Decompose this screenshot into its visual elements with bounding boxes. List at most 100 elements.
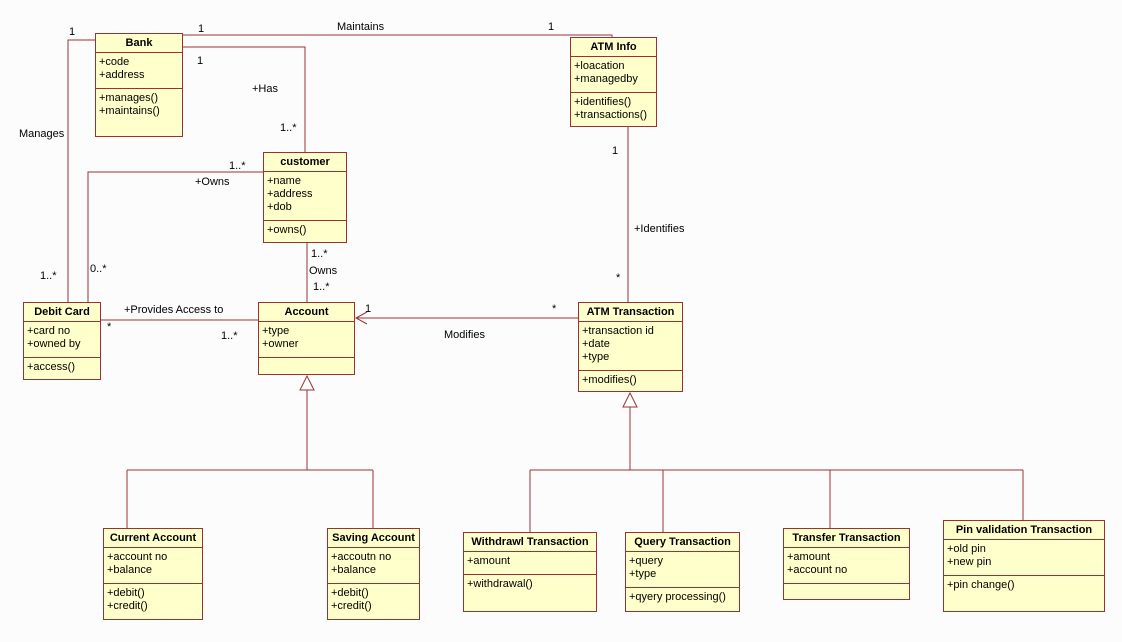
- multiplicity-account-owns: 1..*: [313, 281, 330, 293]
- association-label-has: +Has: [252, 83, 278, 95]
- association-label-owns-account: Owns: [309, 265, 338, 277]
- multiplicity-bank-maintains: 1: [198, 23, 205, 35]
- method: +debit(): [331, 587, 369, 599]
- multiplicity-atm-info-maintains: 1: [548, 21, 555, 33]
- attribute: +query: [629, 555, 663, 567]
- class-attributes: +transaction id +date +type: [579, 322, 682, 370]
- association-maintains-line: [183, 34, 613, 38]
- class-account: Account +type +owner: [258, 302, 355, 375]
- attribute: +type: [629, 568, 657, 580]
- attribute: +balance: [107, 564, 152, 576]
- class-attributes: +card no +owned by: [24, 322, 100, 357]
- class-name: Current Account: [104, 529, 202, 548]
- method: +transactions(): [574, 109, 648, 121]
- attribute: +type: [262, 325, 290, 337]
- class-attributes: +loacation +managedby: [571, 57, 656, 92]
- class-attributes: +amount: [464, 552, 596, 574]
- attribute: +account no: [787, 564, 848, 576]
- multiplicity-atm-transaction-identifies: *: [616, 272, 621, 284]
- method: +modifies(): [582, 374, 637, 386]
- attribute: +balance: [331, 564, 376, 576]
- attribute: +dob: [267, 201, 292, 213]
- class-name: customer: [264, 153, 346, 172]
- class-name: Withdrawl Transaction: [464, 533, 596, 552]
- class-saving-account: Saving Account +accoutn no +balance +deb…: [327, 528, 420, 620]
- generalization-triangle-atm-transaction: [622, 391, 638, 408]
- attribute: +accoutn no: [331, 551, 392, 563]
- class-methods: +manages() +maintains(): [96, 88, 182, 136]
- class-attributes: +code +address: [96, 53, 182, 88]
- method: +credit(): [107, 600, 148, 612]
- method: +debit(): [107, 587, 145, 599]
- method: +credit(): [331, 600, 372, 612]
- attribute: +name: [267, 175, 301, 187]
- class-customer: customer +name +address +dob +owns(): [263, 152, 347, 243]
- attribute: +address: [99, 69, 145, 81]
- attribute: +amount: [787, 551, 831, 563]
- association-owns-debit-card-line: [87, 171, 263, 302]
- method: +maintains(): [99, 105, 160, 117]
- multiplicity-customer-owns-debit-card: 1..*: [229, 160, 246, 172]
- multiplicity-debit-card-provides: *: [107, 321, 112, 333]
- attribute: +loacation: [574, 60, 625, 72]
- method: +pin change(): [947, 579, 1015, 591]
- association-label-manages: Manages: [19, 128, 65, 140]
- class-methods: +debit() +credit(): [104, 583, 202, 619]
- method: +owns(): [267, 224, 307, 236]
- class-attributes: +query +type: [626, 552, 739, 587]
- class-name: ATM Info: [571, 38, 656, 57]
- class-name: Query Transaction: [626, 533, 739, 552]
- attribute: +old pin: [947, 543, 986, 555]
- class-methods: +qyery processing(): [626, 587, 739, 611]
- class-methods: +debit() +credit(): [328, 583, 419, 619]
- attribute: +card no: [27, 325, 71, 337]
- generalization-account-tree: [126, 374, 374, 528]
- generalization-triangle-account: [299, 374, 315, 391]
- attribute: +type: [582, 351, 610, 363]
- attribute: +amount: [467, 555, 511, 567]
- generalization-atm-transaction-tree: [529, 391, 1024, 532]
- association-label-modifies: Modifies: [444, 329, 485, 341]
- class-bank: Bank +code +address +manages() +maintain…: [95, 33, 183, 137]
- class-name: ATM Transaction: [579, 303, 682, 322]
- class-atm-transaction: ATM Transaction +transaction id +date +t…: [578, 302, 683, 392]
- class-name: Bank: [96, 34, 182, 53]
- attribute: +date: [582, 338, 610, 350]
- attribute: +account no: [107, 551, 168, 563]
- association-modifies-line: [354, 311, 578, 325]
- attribute: +owned by: [27, 338, 81, 350]
- method: +manages(): [99, 92, 159, 104]
- class-methods: +access(): [24, 357, 100, 379]
- class-methods: [259, 357, 354, 374]
- method: +access(): [27, 361, 75, 373]
- multiplicity-account-modifies: 1: [365, 303, 372, 315]
- attribute: +managedby: [574, 73, 638, 85]
- association-label-provides-access: +Provides Access to: [124, 304, 224, 316]
- multiplicity-customer-owns-account: 1..*: [311, 248, 328, 260]
- multiplicity-account-provides: 1..*: [221, 330, 238, 342]
- attribute: +transaction id: [582, 325, 654, 337]
- class-attributes: +accoutn no +balance: [328, 548, 419, 583]
- class-attributes: +name +address +dob: [264, 172, 346, 220]
- class-name: Transfer Transaction: [784, 529, 909, 548]
- class-atm-info: ATM Info +loacation +managedby +identifi…: [570, 37, 657, 127]
- attribute: +new pin: [947, 556, 992, 568]
- association-label-maintains: Maintains: [337, 21, 385, 33]
- method: +qyery processing(): [629, 591, 726, 603]
- multiplicity-customer-has: 1..*: [280, 122, 297, 134]
- multiplicity-debit-card-manages: 1..*: [40, 270, 57, 282]
- class-attributes: +amount +account no: [784, 548, 909, 583]
- class-attributes: +type +owner: [259, 322, 354, 357]
- multiplicity-atm-transaction-modifies: *: [552, 303, 557, 315]
- multiplicity-debit-card-owns: 0..*: [90, 263, 107, 275]
- class-methods: [784, 583, 909, 599]
- class-methods: +owns(): [264, 220, 346, 242]
- method: +identifies(): [574, 96, 632, 108]
- attribute: +code: [99, 56, 130, 68]
- class-current-account: Current Account +account no +balance +de…: [103, 528, 203, 620]
- class-attributes: +account no +balance: [104, 548, 202, 583]
- multiplicity-bank-has: 1: [197, 55, 204, 67]
- attribute: +address: [267, 188, 313, 200]
- method: +withdrawal(): [467, 578, 533, 590]
